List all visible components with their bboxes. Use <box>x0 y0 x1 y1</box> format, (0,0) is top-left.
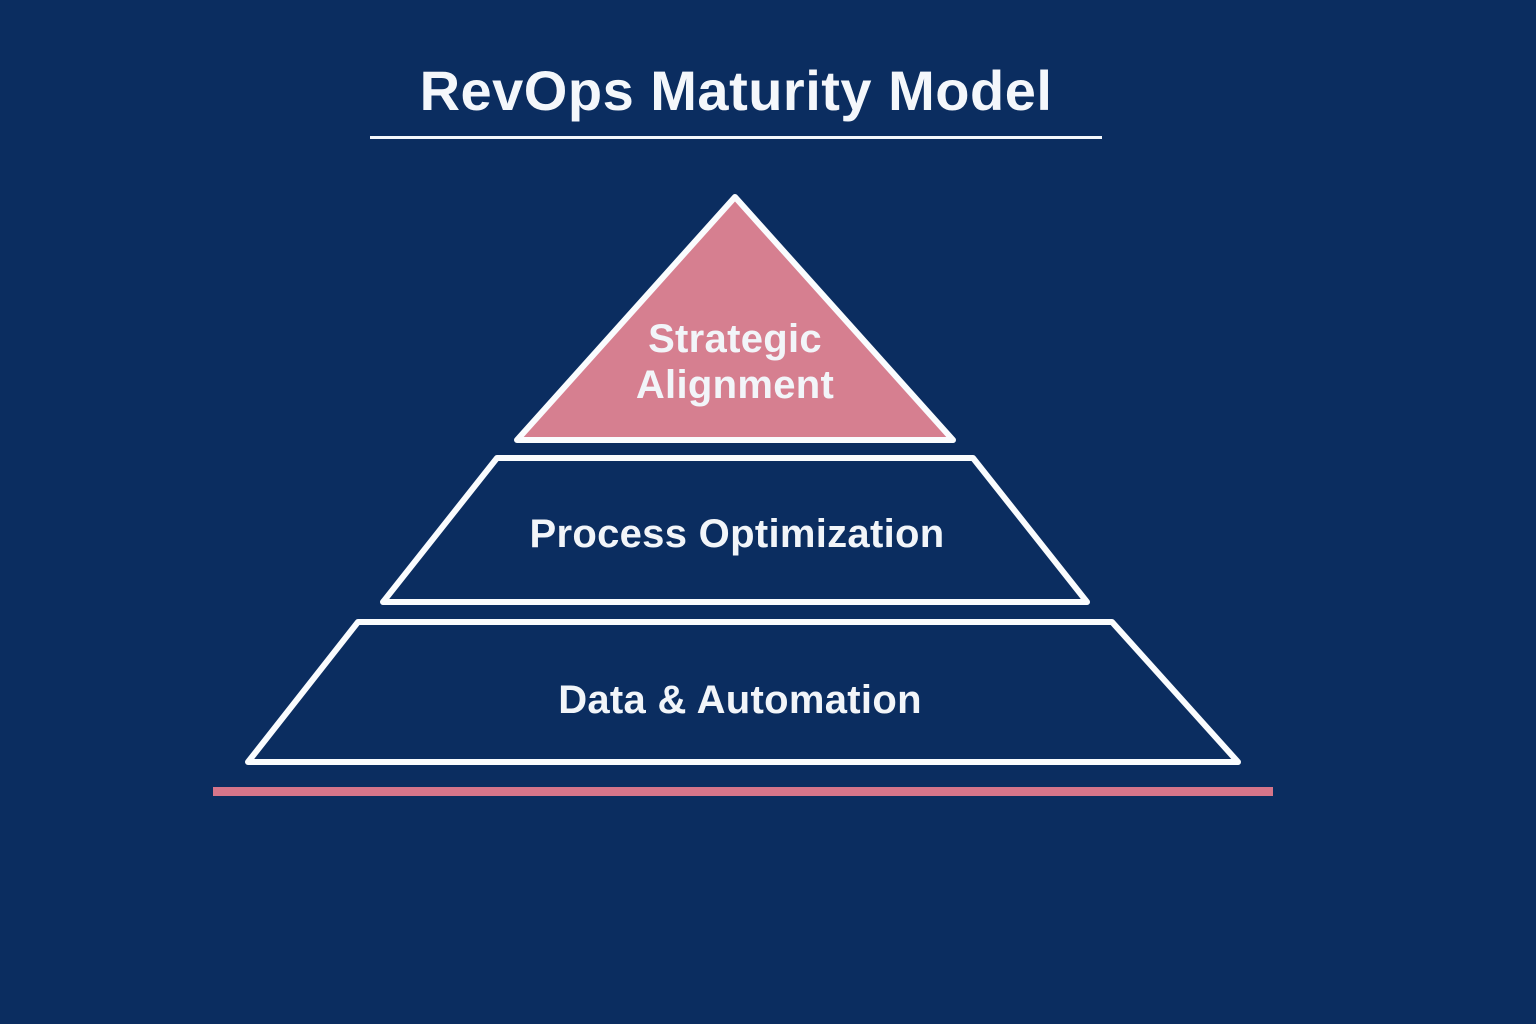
pyramid-tier-top-shape <box>514 194 956 443</box>
pyramid-tier-bottom-shape <box>245 619 1241 765</box>
title-block: RevOps Maturity Model <box>370 52 1102 139</box>
pyramid-tier-middle-shape <box>380 455 1090 605</box>
pyramid-tier-middle-label: Process Optimization <box>529 512 945 556</box>
page-title: RevOps Maturity Model <box>419 59 1053 122</box>
pyramid-tier-top-label: Strategic Alignment <box>635 317 835 407</box>
title-underline <box>370 136 1102 139</box>
pyramid-tier-bottom-label: Data & Automation <box>558 678 922 722</box>
accent-rule <box>213 787 1273 796</box>
